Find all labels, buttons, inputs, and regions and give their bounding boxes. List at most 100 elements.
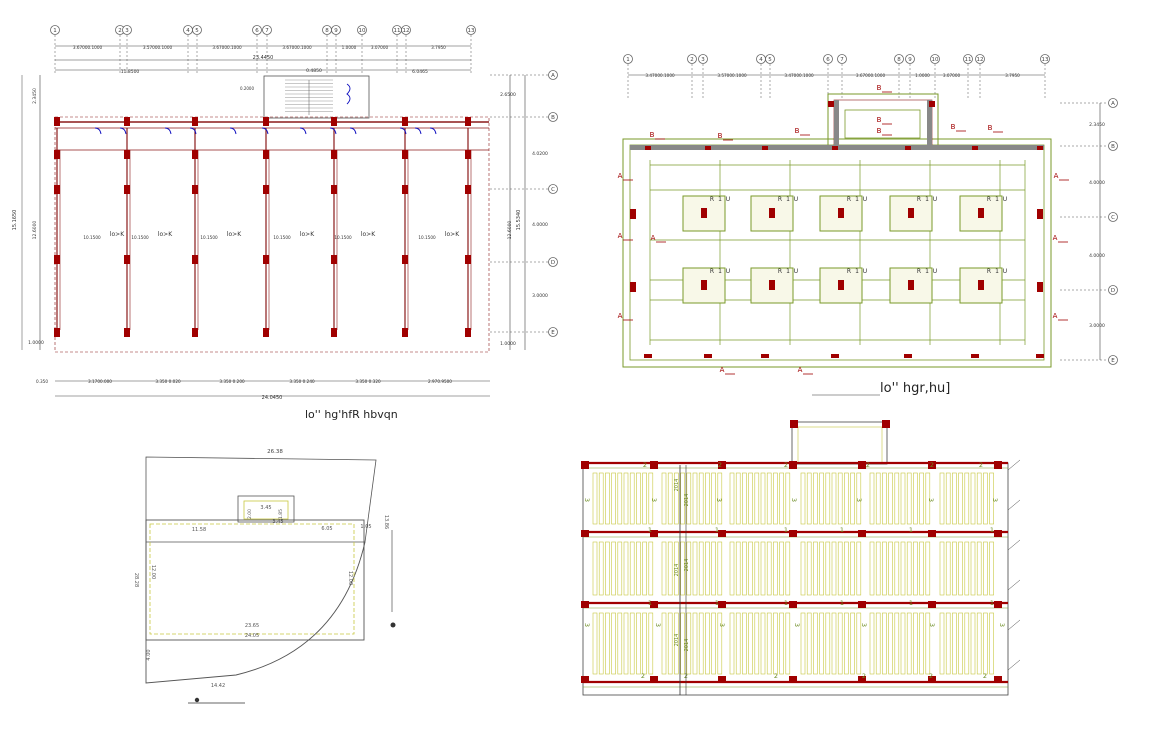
joist-0-5 — [952, 472, 957, 525]
found-grid-bubble-6-text: 6 — [826, 57, 830, 63]
joist-2-2 — [748, 612, 753, 675]
site-dim-right-seg: 6.05 — [321, 526, 332, 532]
joist-2-2 — [766, 612, 772, 675]
found-dim-top-5: 3.07000 — [943, 73, 961, 78]
joist-1-4 — [875, 541, 881, 596]
site-dim-inner-bottom: 23.65 — [245, 623, 259, 629]
joist-0-4 — [925, 472, 931, 525]
found-pad-label-u: U — [794, 196, 798, 203]
dim-right-5: 3.0000 — [532, 293, 548, 299]
joist-0-4 — [913, 472, 918, 525]
joist-2-2 — [742, 612, 747, 675]
row-bubble-B — [548, 112, 558, 122]
joist-2-5 — [958, 612, 963, 675]
slab-column-bottom-5 — [928, 676, 936, 683]
joist-2-1 — [667, 612, 673, 675]
found-grid-bubble-5 — [765, 54, 775, 64]
column-0-3 — [54, 255, 60, 264]
found-row-bubble-A — [1108, 98, 1118, 108]
found-dim-top-3: 3.67000.1000 — [856, 73, 886, 78]
grid-bubble-3 — [122, 25, 132, 35]
joist-0-2 — [773, 472, 778, 525]
north-arrow-icon — [390, 622, 396, 628]
found-row-bubble-B-text: B — [1111, 144, 1115, 150]
dim-right-3: 4.0200 — [532, 151, 548, 157]
grid-bubble-12 — [401, 25, 411, 35]
joist-0-1 — [711, 472, 716, 525]
section-mark-9: B — [650, 131, 655, 139]
found-pad-label-1: 1 — [718, 196, 722, 203]
grid-bubble-7-text: 7 — [265, 28, 269, 34]
found-pad-label-r: R — [987, 196, 991, 203]
joist-1-4 — [869, 541, 875, 596]
grid-bubble-13-text: 13 — [468, 28, 475, 34]
joist-1-4 — [925, 541, 931, 596]
found-grid-bubble-11 — [963, 54, 973, 64]
slab-rebar-label-4: 2014 — [674, 634, 680, 647]
column-3-2 — [263, 185, 269, 194]
joist-0-2 — [748, 472, 753, 525]
column-2-4 — [192, 328, 198, 337]
slab-label-2-0: 2 — [643, 461, 647, 469]
dim-left-1: 15.1650 — [12, 210, 18, 231]
joist-2-5 — [983, 612, 988, 675]
found-grid-bubble-2-text: 2 — [690, 57, 694, 63]
joist-1-0 — [617, 541, 623, 596]
site-dim-right-edge: 1.05 — [360, 524, 371, 530]
joist-2-3 — [831, 612, 837, 675]
found-pad-label-u: U — [726, 196, 730, 203]
dim-total-top: 23.4450 — [253, 55, 274, 61]
dim-top-2: 3.67000.1000 — [212, 45, 242, 50]
slab-column-top-0 — [581, 461, 589, 469]
section-mark-13: B — [877, 116, 882, 124]
found-dim-right-3: 3.0000 — [1089, 323, 1105, 329]
joist-2-0 — [642, 612, 647, 675]
joist-1-4 — [888, 541, 893, 596]
dim-bottom-5: 3.350 0.320 — [355, 379, 381, 384]
found-grid-bubble-8 — [894, 54, 904, 64]
found-pad-label-1: 1 — [995, 196, 999, 203]
joist-2-5 — [939, 612, 945, 675]
joist-1-3 — [856, 541, 862, 596]
door-swing-6 — [299, 127, 307, 135]
column-0-0 — [54, 117, 60, 126]
found-grid-bubble-11-text: 11 — [965, 57, 972, 63]
dim-right-1: 15.5340 — [516, 210, 522, 231]
joist-2-0 — [592, 612, 598, 675]
door-swing-10 — [414, 127, 422, 135]
joist-1-0 — [648, 541, 654, 596]
joist-1-5 — [989, 541, 994, 596]
joist-2-3 — [819, 612, 824, 675]
found-dim-top-4: 1.0000 — [915, 73, 930, 78]
slab-label-2-4: 2 — [930, 461, 934, 469]
found-grid-bubble-3-text: 3 — [701, 57, 705, 63]
slab-column-r1-1 — [650, 530, 658, 537]
joist-0-3 — [844, 472, 849, 525]
joist-0-0 — [636, 472, 641, 525]
grid-bubble-4-text: 4 — [186, 28, 190, 34]
grid-bubble-10-text: 10 — [359, 28, 366, 34]
site-dim-stair-h: 2.00 — [247, 509, 253, 519]
found-top-col-6 — [1037, 146, 1043, 150]
joist-0-2 — [742, 472, 747, 525]
found-top-col-4 — [905, 146, 911, 150]
slab-label-2b-0: 2 — [641, 672, 645, 680]
found-grid-bubble-7 — [837, 54, 847, 64]
found-pad-label-u: U — [1003, 196, 1007, 203]
slab-column-r1-4 — [858, 530, 866, 537]
found-bottom-col-1 — [704, 354, 712, 358]
site-stair-inner — [243, 500, 289, 520]
column-0-2 — [54, 185, 60, 194]
joist-2-1 — [680, 612, 685, 675]
section-mark-10: B — [718, 132, 723, 140]
room-label-5: lo>K — [445, 231, 460, 238]
found-pad-column-1-3 — [908, 280, 914, 290]
found-stair-inner — [833, 99, 933, 150]
joist-2-4 — [913, 612, 918, 675]
stair-door — [346, 83, 351, 105]
joist-2-5 — [945, 612, 951, 675]
found-dim-right-1: 4.0000 — [1089, 180, 1105, 186]
joist-0-5 — [989, 472, 994, 525]
dim-top-3: 3.67000.1000 — [282, 45, 312, 50]
